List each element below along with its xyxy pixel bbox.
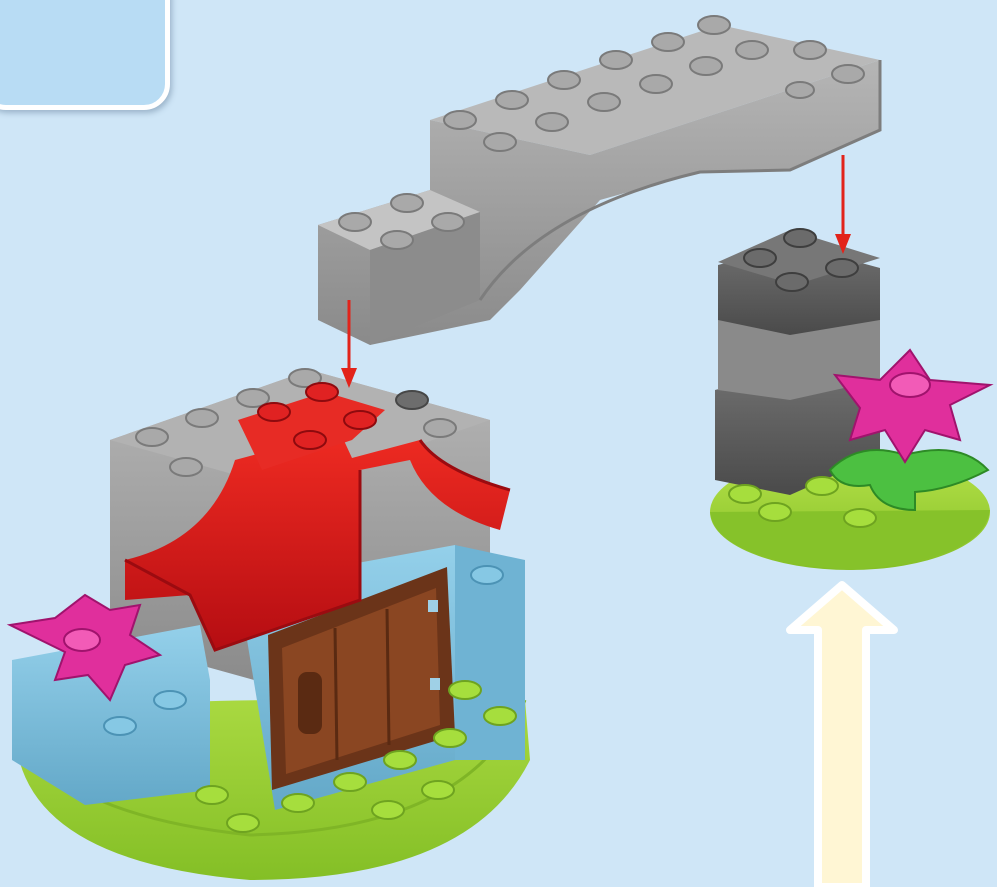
- callout-arrow: [790, 585, 894, 887]
- tower-assembly: [710, 229, 990, 570]
